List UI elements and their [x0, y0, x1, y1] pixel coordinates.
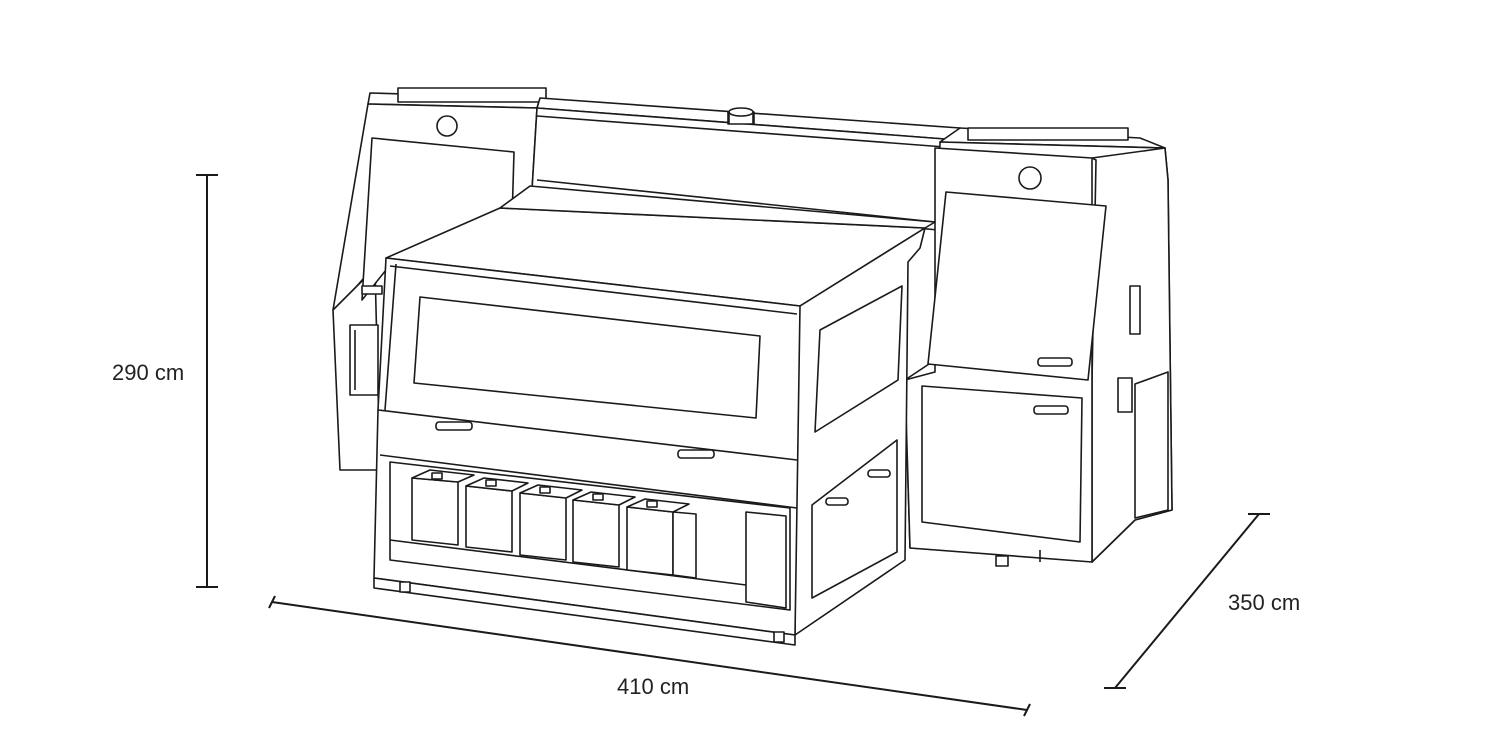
- front-lid-handle-right: [678, 450, 714, 458]
- side-window: [815, 286, 902, 432]
- front-window: [414, 297, 760, 418]
- ink-tanks: [412, 470, 696, 578]
- front-foot-left: [400, 582, 410, 592]
- right-cabinet-port-circle: [1019, 167, 1041, 189]
- front-lid-handle-left: [436, 422, 472, 430]
- front-foot-right: [774, 632, 784, 642]
- ink-tank: [627, 499, 689, 575]
- ink-tank: [573, 492, 635, 567]
- right-cabinet-foot: [996, 556, 1008, 566]
- right-cabinet-outlet: [1118, 378, 1132, 412]
- ink-tank: [520, 485, 582, 560]
- height-dimension-label: 290 cm: [112, 360, 185, 385]
- right-cabinet-window: [928, 192, 1106, 380]
- main-printer-body: [374, 186, 935, 645]
- ink-tank: [466, 478, 528, 552]
- depth-dimension-line: [1115, 514, 1259, 688]
- right-cabinet-door: [922, 386, 1082, 542]
- right-cabinet: [905, 128, 1172, 566]
- dimension-lines: [196, 175, 1270, 716]
- control-box: [746, 512, 786, 608]
- ink-tank: [412, 470, 474, 545]
- depth-dimension-label: 350 cm: [1228, 590, 1301, 615]
- right-cabinet-door-handle: [1034, 406, 1068, 414]
- width-dimension-label: 410 cm: [617, 674, 690, 699]
- right-cabinet-upper-handle: [1038, 358, 1072, 366]
- exhaust-port: [729, 108, 753, 116]
- width-dimension-line: [272, 602, 1027, 710]
- side-lower-door: [812, 440, 897, 598]
- left-cabinet-port-circle: [437, 116, 457, 136]
